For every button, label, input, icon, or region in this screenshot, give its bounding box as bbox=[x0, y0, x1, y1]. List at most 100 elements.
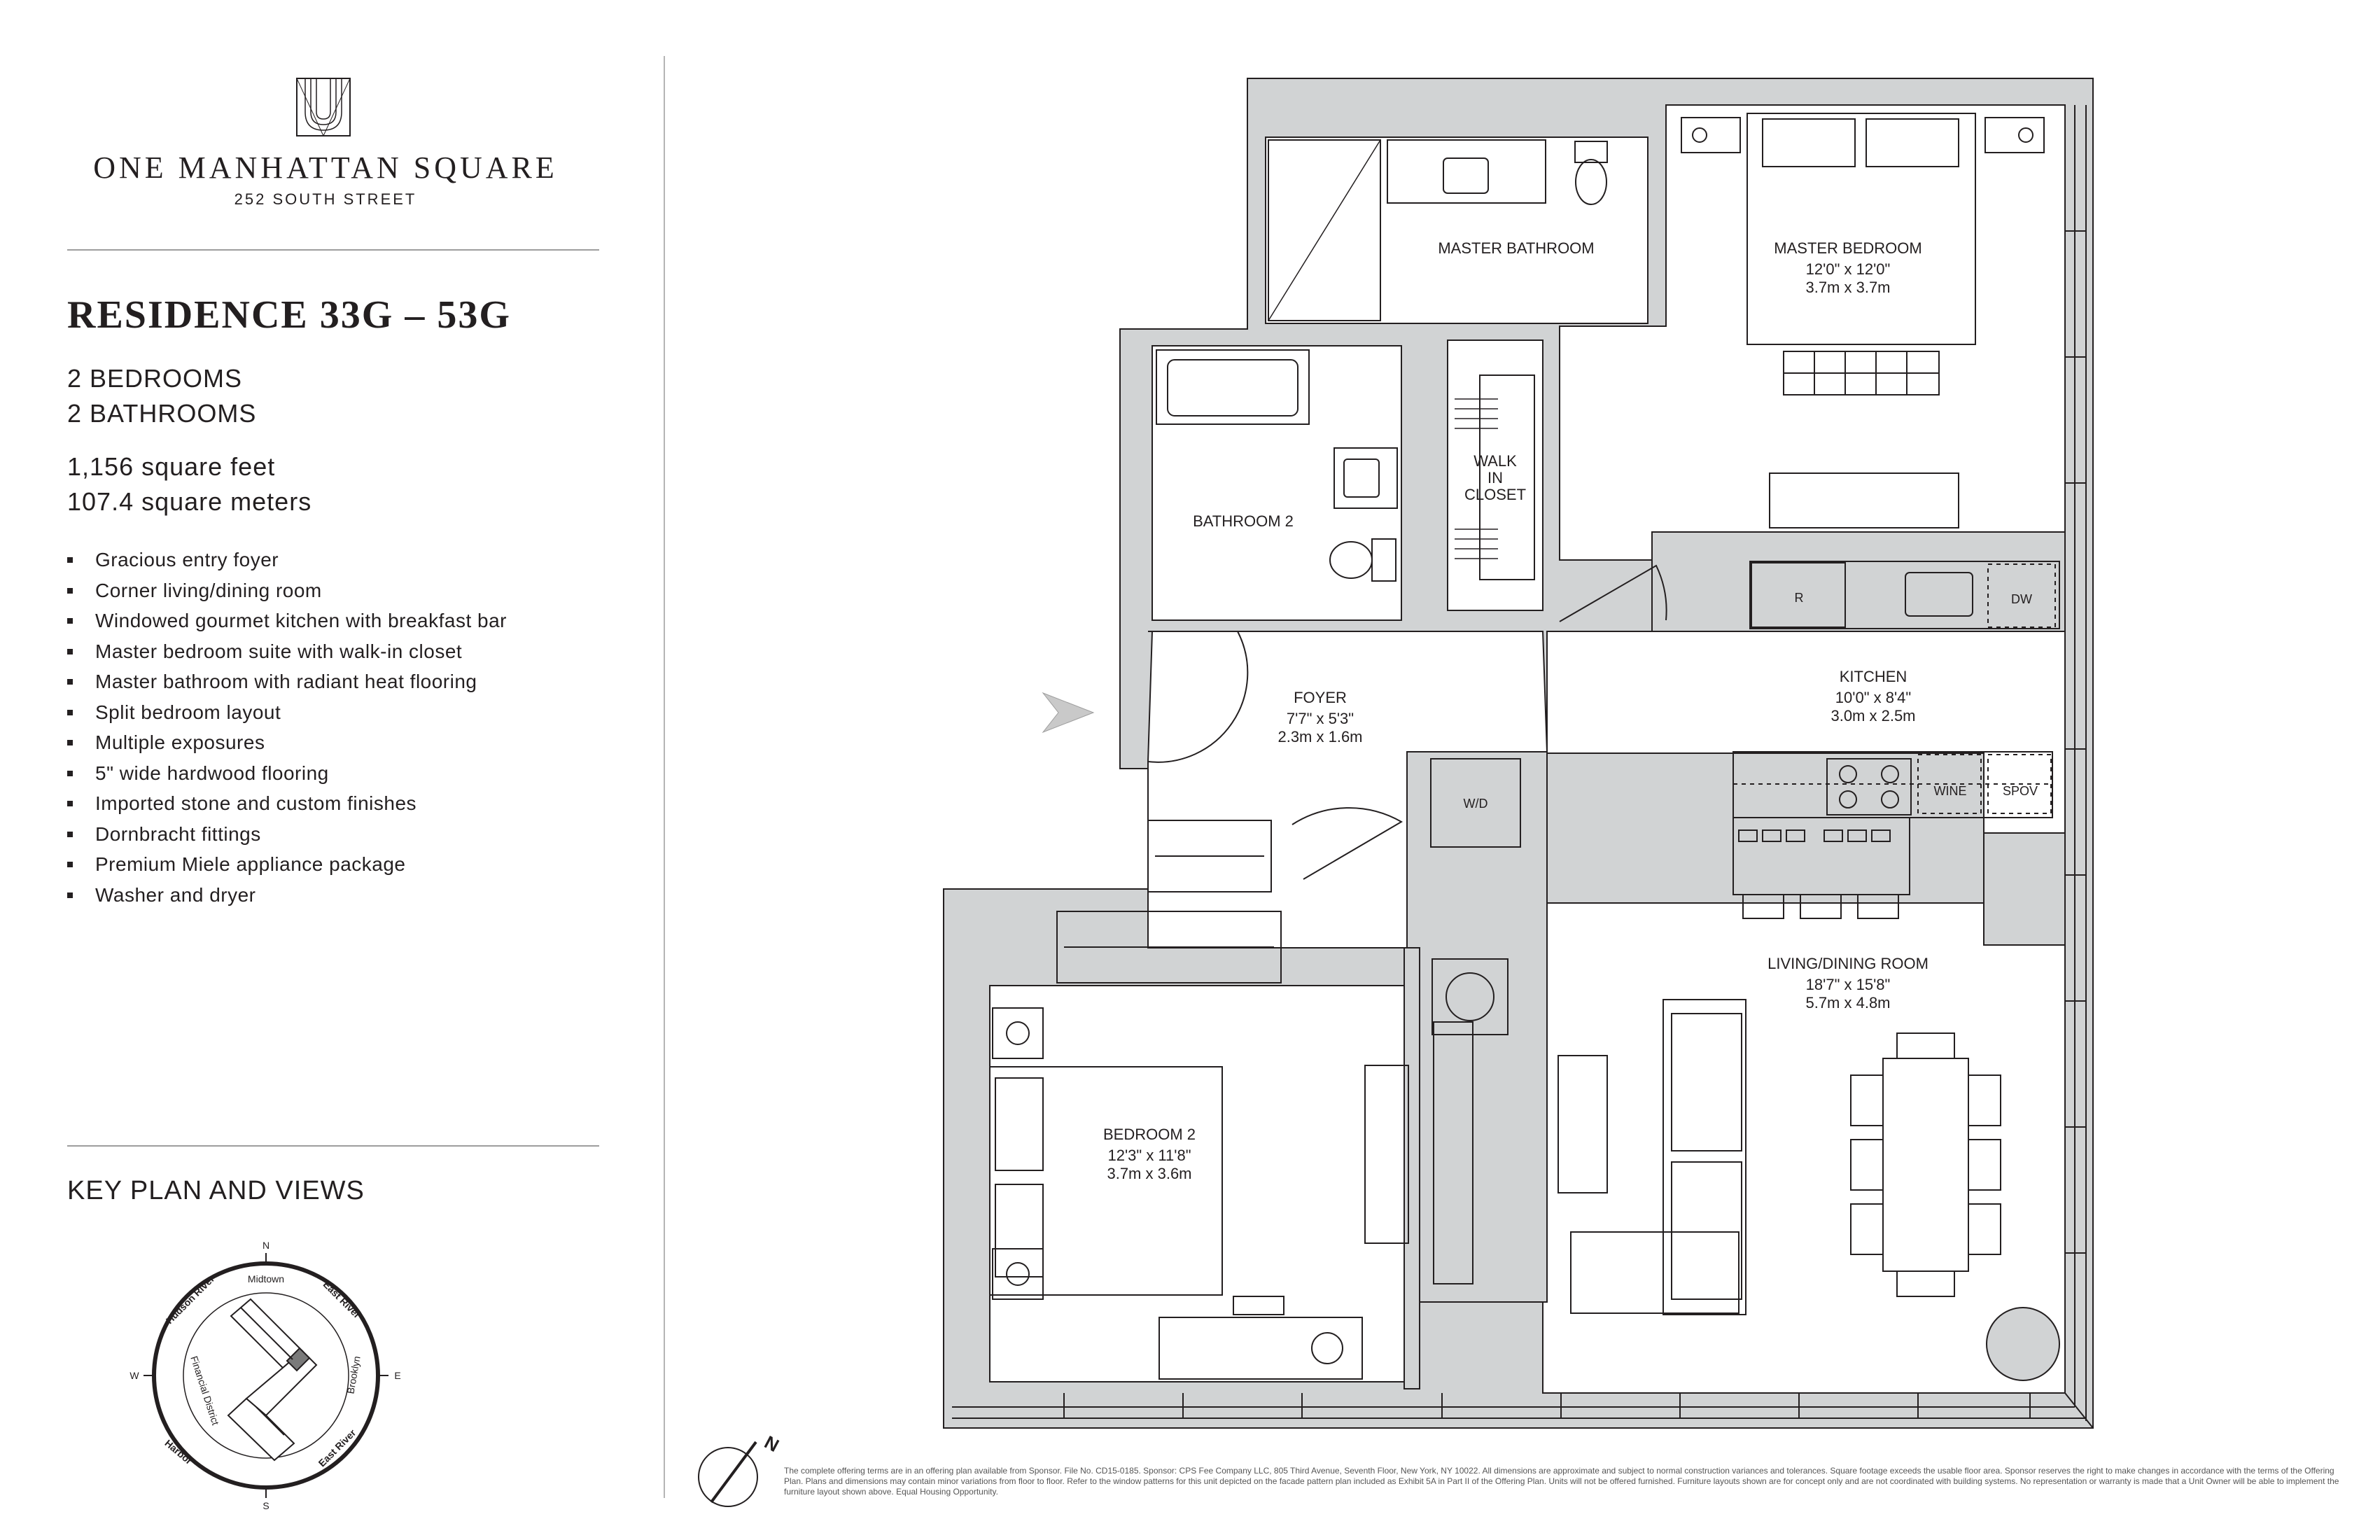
appliance-label: DW bbox=[2011, 592, 2032, 606]
room-dimensions: 3.7m x 3.7m bbox=[1805, 279, 1890, 296]
chair-icon bbox=[1850, 1203, 1884, 1255]
list-item: Premium Miele appliance package bbox=[67, 849, 507, 880]
chaise-icon bbox=[1570, 1231, 1740, 1314]
bathroom-count: 2 BATHROOMS bbox=[67, 399, 257, 428]
closet-icon bbox=[1147, 820, 1272, 892]
door-swing bbox=[1292, 807, 1403, 880]
list-item: Washer and dryer bbox=[67, 880, 507, 911]
room-label: LIVING/DINING ROOM bbox=[1768, 955, 1928, 972]
room-label: MASTER BEDROOM bbox=[1774, 239, 1921, 257]
desk-icon bbox=[1158, 1317, 1363, 1380]
entry-door bbox=[1147, 631, 1249, 763]
fixtures bbox=[989, 113, 2060, 1381]
list-item: Split bedroom layout bbox=[67, 697, 507, 728]
dishwasher-icon bbox=[1987, 564, 2056, 628]
nightstand-icon bbox=[992, 1007, 1044, 1059]
residence-title: RESIDENCE 33G – 53G bbox=[67, 293, 511, 337]
window-mullions bbox=[952, 105, 2094, 1429]
room-dimensions: 7'7" x 5'3" bbox=[1287, 710, 1354, 727]
toilet-icon bbox=[1329, 538, 1396, 582]
nightstand-icon bbox=[1681, 117, 1741, 153]
chair-icon bbox=[1968, 1074, 2001, 1126]
appliance-label: W/D bbox=[1464, 797, 1488, 811]
list-item: Corner living/dining room bbox=[67, 575, 507, 606]
room-label: MASTER BATHROOM bbox=[1438, 239, 1594, 257]
interior-walls bbox=[1404, 531, 2066, 1390]
hanger-icon bbox=[1455, 398, 1498, 559]
vanity-icon bbox=[1387, 139, 1546, 204]
room-labels: MASTER BATHROOM MASTER BEDROOM 12'0" x 1… bbox=[1103, 239, 1928, 1182]
list-item: Master bathroom with radiant heat floori… bbox=[67, 666, 507, 697]
closet-icon bbox=[1056, 911, 1282, 983]
sofa-icon bbox=[1662, 999, 1746, 1315]
room-label: CLOSET bbox=[1464, 486, 1526, 503]
nightstand-icon bbox=[992, 1248, 1044, 1300]
compass-east: E bbox=[394, 1370, 400, 1381]
dresser-icon bbox=[1769, 472, 1959, 528]
nightstand-icon bbox=[1984, 117, 2045, 153]
room-dimensions: 12'0" x 12'0" bbox=[1806, 260, 1891, 278]
north-label: N bbox=[761, 1432, 783, 1456]
bathtub-icon bbox=[1156, 349, 1310, 425]
cooktop-icon bbox=[1826, 758, 1912, 816]
list-item: Dornbracht fittings bbox=[67, 819, 507, 850]
room-label: KITCHEN bbox=[1840, 668, 1907, 685]
room-label: FOYER bbox=[1294, 689, 1347, 706]
room-label: BATHROOM 2 bbox=[1193, 512, 1294, 530]
doors bbox=[1147, 564, 1667, 880]
shower-icon bbox=[1268, 139, 1381, 321]
appliance-labels: R DW WINE SPOV W/D bbox=[1464, 591, 2038, 811]
list-item: Gracious entry foyer bbox=[67, 545, 507, 575]
toilet-icon bbox=[1574, 141, 1608, 205]
brand-logo-icon bbox=[296, 78, 351, 136]
floor-lamp-icon bbox=[1432, 958, 1508, 1035]
bed-icon bbox=[989, 1066, 1223, 1296]
list-item: 5" wide hardwood flooring bbox=[67, 758, 507, 789]
room-dimensions: 2.3m x 1.6m bbox=[1278, 728, 1362, 746]
building-footprint bbox=[227, 1298, 318, 1462]
refrigerator-icon bbox=[1751, 562, 1846, 628]
sink-icon bbox=[1334, 447, 1398, 509]
legal-disclaimer: The complete offering terms are in an of… bbox=[784, 1466, 2339, 1497]
brand-address: 252 SOUTH STREET bbox=[234, 190, 417, 208]
divider bbox=[67, 1145, 599, 1147]
key-plan-title: KEY PLAN AND VIEWS bbox=[67, 1176, 365, 1205]
view-label: Midtown bbox=[248, 1273, 284, 1284]
list-item: Windowed gourmet kitchen with breakfast … bbox=[67, 606, 507, 636]
room-dimensions: 10'0" x 8'4" bbox=[1835, 689, 1911, 706]
room-dimensions: 5.7m x 4.8m bbox=[1805, 994, 1890, 1011]
area-sqft: 1,156 square feet bbox=[67, 452, 276, 481]
master-bath-room bbox=[1265, 136, 1648, 324]
room-label: BEDROOM 2 bbox=[1103, 1126, 1196, 1143]
list-item: Master bedroom suite with walk-in closet bbox=[67, 636, 507, 667]
room-dimensions: 3.7m x 3.6m bbox=[1107, 1165, 1191, 1182]
chair-icon bbox=[1850, 1139, 1884, 1191]
chair-icon bbox=[1968, 1203, 2001, 1255]
room-dimensions: 12'3" x 11'8" bbox=[1107, 1147, 1191, 1164]
chair-icon bbox=[1850, 1074, 1884, 1126]
bedroom-count: 2 BEDROOMS bbox=[67, 364, 243, 393]
room-dimensions: 18'7" x 15'8" bbox=[1806, 976, 1891, 993]
divider bbox=[67, 249, 599, 251]
appliance-label: WINE bbox=[1934, 784, 1967, 798]
entry-arrow-icon bbox=[1042, 692, 1095, 734]
wine-fridge-icon bbox=[1917, 754, 1982, 814]
speed-oven-icon bbox=[1987, 754, 2052, 814]
coffee-table-icon bbox=[1558, 1055, 1608, 1194]
list-item: Multiple exposures bbox=[67, 727, 507, 758]
bathroom-2-room bbox=[1152, 345, 1402, 621]
compass-south: S bbox=[262, 1500, 269, 1511]
room-label: IN bbox=[1488, 469, 1503, 486]
chair-icon bbox=[1968, 1139, 2001, 1191]
brand-name: ONE MANHATTAN SQUARE bbox=[93, 150, 558, 185]
kitchen-sink-icon bbox=[1905, 572, 1973, 617]
walk-in-closet-room bbox=[1447, 340, 1544, 611]
room-label: WALK bbox=[1474, 452, 1517, 470]
appliance-label: R bbox=[1795, 591, 1804, 605]
key-plan-diagram: N S W E Hudson River Midtown East River … bbox=[130, 1240, 400, 1511]
compass-west: W bbox=[130, 1370, 139, 1381]
feature-list: Gracious entry foyer Corner living/dinin… bbox=[67, 545, 507, 910]
bedroom-2-room bbox=[989, 985, 1405, 1382]
north-arrow-icon bbox=[698, 1441, 758, 1507]
